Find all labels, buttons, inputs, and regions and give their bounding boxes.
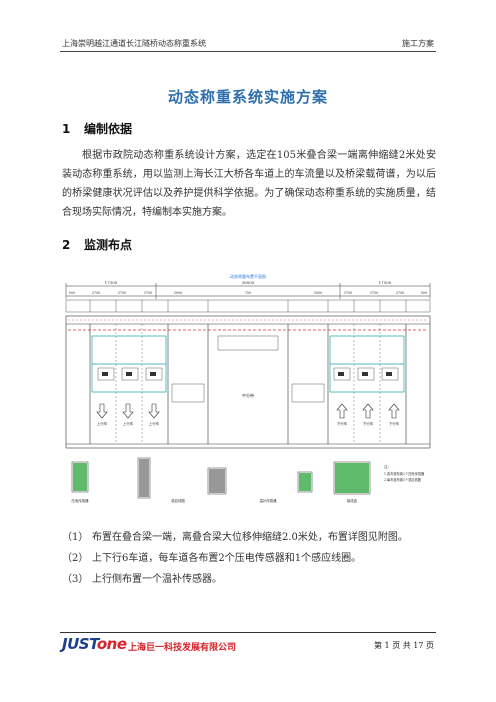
section-2-heading: 2 监测布点 <box>62 236 132 253</box>
list-item-number: （1） <box>62 532 89 543</box>
dim-sub-3: 3750 <box>118 291 127 295</box>
notes-title: 注： <box>384 464 391 469</box>
logo-text-a: JUST <box>62 635 97 653</box>
section-2-number: 2 <box>62 238 71 252</box>
dim-sub-2: 3750 <box>92 291 101 295</box>
list-item: （1）布置在叠合梁一端，离叠合梁大位移伸缩缝2.0米处，布置详图见附图。 <box>62 528 408 543</box>
lane-label-1: 上行车 <box>97 421 108 426</box>
list-item: （2）上下行6车道，每车道各布置2个压电传感器和1个感应线圈。 <box>62 549 361 564</box>
page-number: 第 1 页 共 17 页 <box>374 641 434 650</box>
header-rule <box>60 51 436 52</box>
dim-sub-6: 750 <box>245 291 251 295</box>
dim-sub-11: 500 <box>421 291 427 295</box>
lane-label-2: 上行车 <box>123 421 134 426</box>
dim-top-1: 17500 <box>105 280 118 285</box>
note-1: 1.各车道布置2个压电传感器 <box>384 471 425 476</box>
footer-rule <box>60 632 436 633</box>
dim-top-2: 38000 <box>242 280 255 285</box>
list-item-text: 上行侧布置一个温补传感器。 <box>92 574 222 585</box>
section-1-number: 1 <box>62 122 71 136</box>
drawing-title: 动态称重布置平面图 <box>230 273 266 279</box>
detail-label-2: 感应线圈 <box>171 498 185 503</box>
lane-label-4: 下行车 <box>337 421 348 426</box>
section-1-heading: 1 编制依据 <box>62 120 132 137</box>
company-logo: JUSTone <box>62 635 127 653</box>
section-2-title: 监测布点 <box>84 238 133 252</box>
detail-label-1: 压电传感器 <box>72 498 90 503</box>
dim-sub-8: 3750 <box>344 291 353 295</box>
section-1-paragraph: 根据市政院动态称重系统设计方案，选定在105米叠合梁一端离伸缩缝2米处安装动态称… <box>62 150 436 218</box>
detail-label-4: 接线盒 <box>347 498 358 503</box>
company-name: 上海巨一科技发展有限公司 <box>128 643 237 653</box>
layout-drawing: 动态称重布置平面图 17500 38000 17500 500 3750 375… <box>65 273 431 503</box>
logo-text-b: one <box>96 635 127 653</box>
dim-sub-9: 3750 <box>370 291 379 295</box>
section-1-title: 编制依据 <box>84 122 133 136</box>
dim-sub-10: 3750 <box>396 291 405 295</box>
dim-top-3: 17500 <box>379 280 392 285</box>
list-item-number: （3） <box>62 574 89 585</box>
dim-sub-7: 3000 <box>314 291 323 295</box>
page-header-right: 施工方案 <box>402 39 434 48</box>
list-item-text: 上下行6车道，每车道各布置2个压电传感器和1个感应线圈。 <box>92 553 362 564</box>
dim-sub-1: 500 <box>69 291 75 295</box>
page-header-left: 上海崇明越江通道长江隧桥动态称重系统 <box>62 39 206 48</box>
center-divider-label: 中分带 <box>242 392 254 398</box>
dim-sub-4: 3750 <box>144 291 153 295</box>
lane-label-6: 下行车 <box>389 421 400 426</box>
lane-label-5: 下行车 <box>363 421 374 426</box>
document-title: 动态称重系统实施方案 <box>167 88 328 106</box>
lane-label-3: 上行车 <box>149 421 160 426</box>
dim-sub-5: 3000 <box>174 291 183 295</box>
detail-label-3: 温补传感器 <box>260 498 278 503</box>
list-item: （3）上行侧布置一个温补传感器。 <box>62 570 222 585</box>
note-2: 2.每车道布置1个感应线圈 <box>384 477 421 482</box>
list-item-text: 布置在叠合梁一端，离叠合梁大位移伸缩缝2.0米处，布置详图见附图。 <box>92 532 408 543</box>
list-item-number: （2） <box>62 553 89 564</box>
